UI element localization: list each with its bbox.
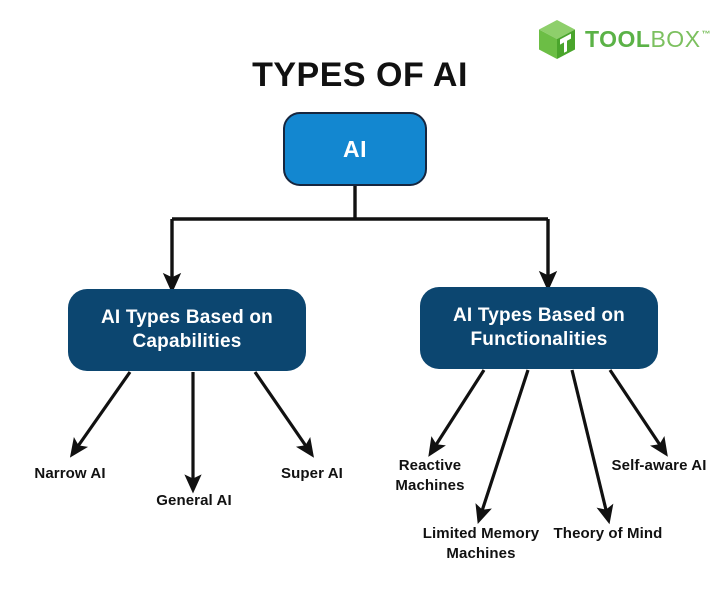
connector-capabilities-to-super-ai xyxy=(253,371,314,458)
node-ai-types-based-on-functionalities[interactable]: AI Types Based on Functionalities xyxy=(420,287,658,369)
node-root-ai[interactable]: AI xyxy=(283,112,427,186)
leaf-label-super-ai: Super AI xyxy=(281,465,343,482)
leaf-label-general-ai: General AI xyxy=(156,492,232,509)
node-ai-types-based-on-capabilities[interactable]: AI Types Based on Capabilities xyxy=(68,289,306,371)
brand-word-secondary: BOX xyxy=(650,25,701,52)
trademark-symbol: ™ xyxy=(701,28,712,39)
connector-functionalities-to-reactive-machines xyxy=(428,369,486,457)
toolbox-cube-icon xyxy=(539,20,575,59)
page-title: TYPES OF AI xyxy=(252,56,468,94)
connector-functionalities-to-self-aware-ai xyxy=(608,369,668,457)
leaf-label-self-aware-ai: Self-aware AI xyxy=(611,457,707,474)
connector-capabilities-to-narrow-ai xyxy=(69,371,132,458)
toolbox-wordmark: TOOL BOX ™ xyxy=(585,25,712,52)
connector-functionalities-to-theory-of-mind xyxy=(570,369,614,525)
brand-word-primary: TOOL xyxy=(585,25,651,52)
root-connector xyxy=(172,186,548,221)
leaf-label-theory-of-mind: Theory of Mind xyxy=(553,525,663,542)
leaf-label-reactive-machines: Reactive Machines xyxy=(395,457,465,494)
leaf-label-narrow-ai: Narrow AI xyxy=(34,465,106,482)
toolbox-logo: TOOL BOX ™ xyxy=(536,16,712,62)
leaf-label-limited-memory-machines: Limited Memory Machines xyxy=(422,525,540,562)
